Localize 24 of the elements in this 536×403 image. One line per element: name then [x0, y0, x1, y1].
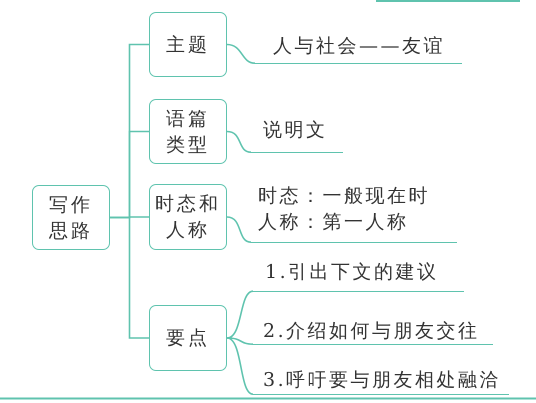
mind-map-box [149, 305, 227, 371]
connector-line [226, 337, 254, 345]
note-text: 3.呼吁要与朋友相处融洽 [263, 368, 502, 393]
mind-map-box [149, 184, 227, 250]
connector-line [226, 290, 254, 339]
note-text: 说明文 [263, 118, 328, 143]
note-text: 时态：一般现在时 [258, 184, 430, 209]
note-text: 人称：第一人称 [258, 210, 408, 235]
box-label: 要点 [165, 326, 211, 351]
box-label: 主题 [165, 32, 211, 58]
mind-map-box [32, 185, 110, 250]
connector-line [226, 216, 252, 243]
box-label: 语篇类型 [165, 106, 211, 158]
box-label: 时态和人称 [154, 192, 222, 243]
mind-map-box [149, 99, 227, 164]
connector-line [110, 216, 149, 339]
connector-line [226, 44, 256, 64]
note-text: 2.介绍如何与朋友交往 [263, 319, 480, 344]
note-text: 1.引出下文的建议 [265, 260, 439, 285]
mind-map-box [149, 12, 227, 77]
connector-line [226, 130, 252, 153]
connector-line [226, 337, 254, 395]
box-label: 写作思路 [48, 192, 94, 244]
note-text: 人与社会——友谊 [273, 34, 445, 59]
